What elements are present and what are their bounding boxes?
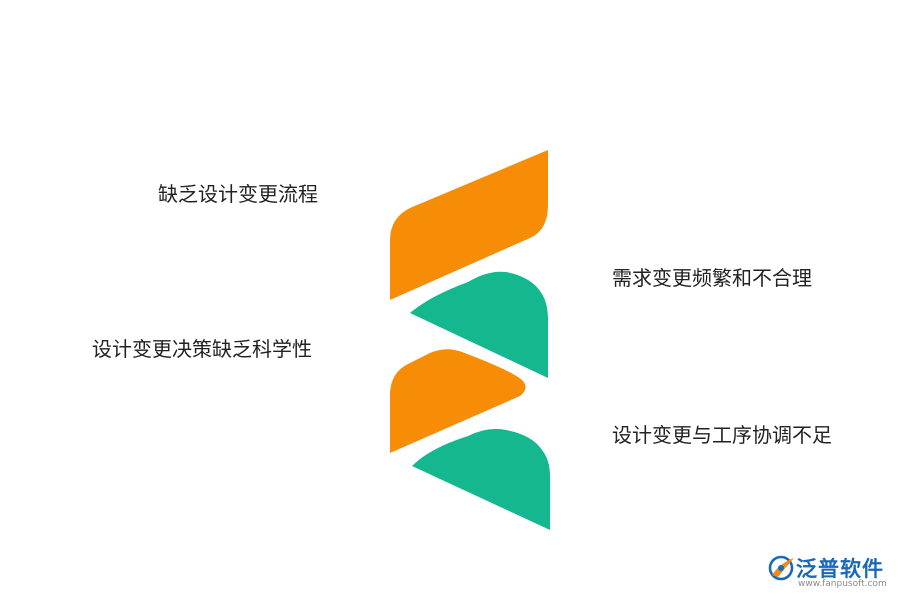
item-label-2: 需求变更频繁和不合理 xyxy=(612,266,812,290)
item-label-4: 设计变更与工序协调不足 xyxy=(612,423,832,447)
logo-url: www.fanpusoft.com xyxy=(798,579,887,589)
fanpu-logo-icon xyxy=(768,555,794,581)
item-label-1: 缺乏设计变更流程 xyxy=(158,182,318,206)
logo-text: 泛普软件 xyxy=(796,557,884,581)
orange-shape-1 xyxy=(390,150,548,300)
orange-shape-2 xyxy=(390,349,526,453)
item-label-3: 设计变更决策缺乏科学性 xyxy=(92,337,312,361)
teal-shape-1 xyxy=(410,271,548,378)
fanpu-logo: 泛普软件 www.fanpusoft.com xyxy=(768,553,893,593)
teal-shape-2 xyxy=(412,428,550,530)
